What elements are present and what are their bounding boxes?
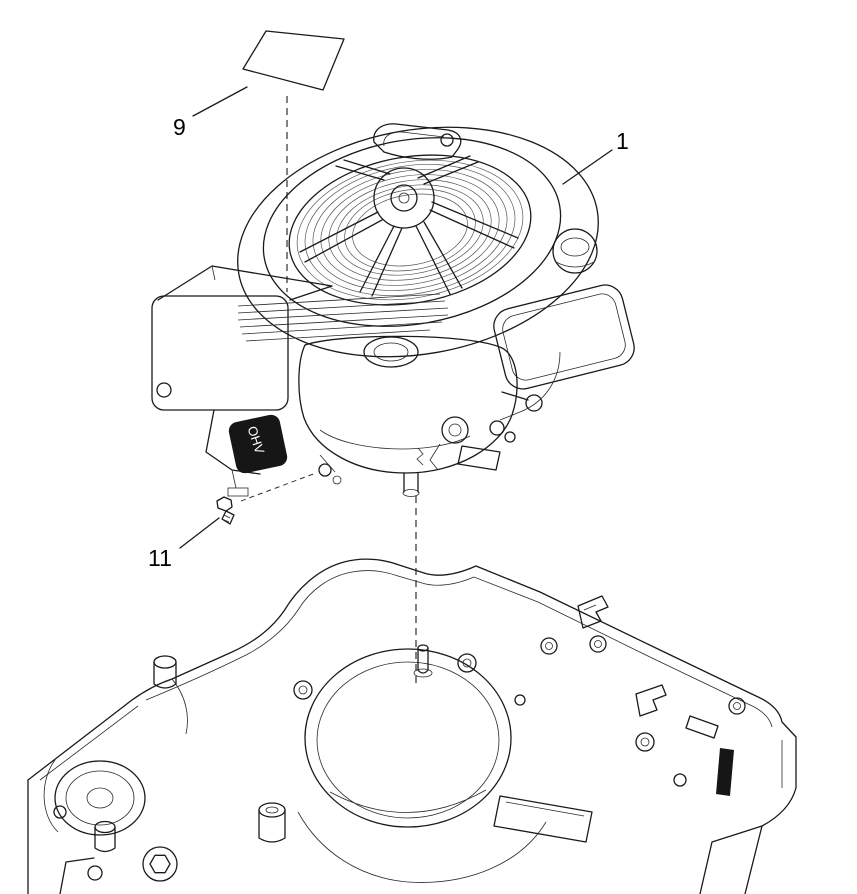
callout-label-9: 9 <box>173 114 186 140</box>
engine-assembly: OHV <box>151 123 635 497</box>
dark-slot <box>716 748 734 796</box>
deck-brackets <box>493 595 734 843</box>
decal-outline <box>242 30 345 91</box>
assembly-guide-lines <box>240 96 417 686</box>
blower-housing-outline <box>237 126 599 358</box>
bolt-part <box>216 496 235 525</box>
leader-line-9 <box>192 86 248 117</box>
tank-left <box>151 265 333 411</box>
deck-bolt-holes <box>53 635 746 881</box>
callout-label-11: 11 <box>148 545 172 571</box>
deck-plate <box>493 795 593 843</box>
callout-leader-lines <box>179 86 613 549</box>
deck-center-opening <box>304 648 512 828</box>
oil-fill-cap <box>552 228 598 274</box>
bolt-shank <box>221 510 235 525</box>
leader-line-1 <box>562 149 613 185</box>
oil-cap-oval <box>363 336 419 368</box>
fan-screen-grille <box>296 159 524 301</box>
hex-nut <box>149 854 171 874</box>
engine-block <box>298 335 543 497</box>
shroud-feet <box>205 351 561 497</box>
starter-handle <box>373 123 462 160</box>
housing-opening-rim <box>262 137 562 327</box>
shroud-louvers <box>237 293 449 342</box>
left-wheel-boss <box>54 760 146 836</box>
deck-assembly <box>27 558 797 894</box>
dipstick-cap <box>525 394 543 412</box>
carburetor <box>318 416 516 485</box>
leader-line-11 <box>179 517 220 549</box>
guide-line-bolt <box>240 472 317 502</box>
fuel-tank-right <box>493 284 635 390</box>
deck-outline <box>27 558 797 894</box>
mounting-stud <box>413 644 433 678</box>
callout-label-1: 1 <box>616 128 629 154</box>
deck-contours <box>43 759 763 894</box>
crankshaft-stub <box>403 472 419 493</box>
decal-part <box>242 30 345 91</box>
bolt-head <box>216 496 233 512</box>
fan-screen <box>288 154 532 306</box>
deck-posts <box>94 655 286 882</box>
fan-spokes <box>299 155 519 297</box>
engine-badge: OHV <box>228 414 288 474</box>
fan-hub <box>373 167 435 229</box>
